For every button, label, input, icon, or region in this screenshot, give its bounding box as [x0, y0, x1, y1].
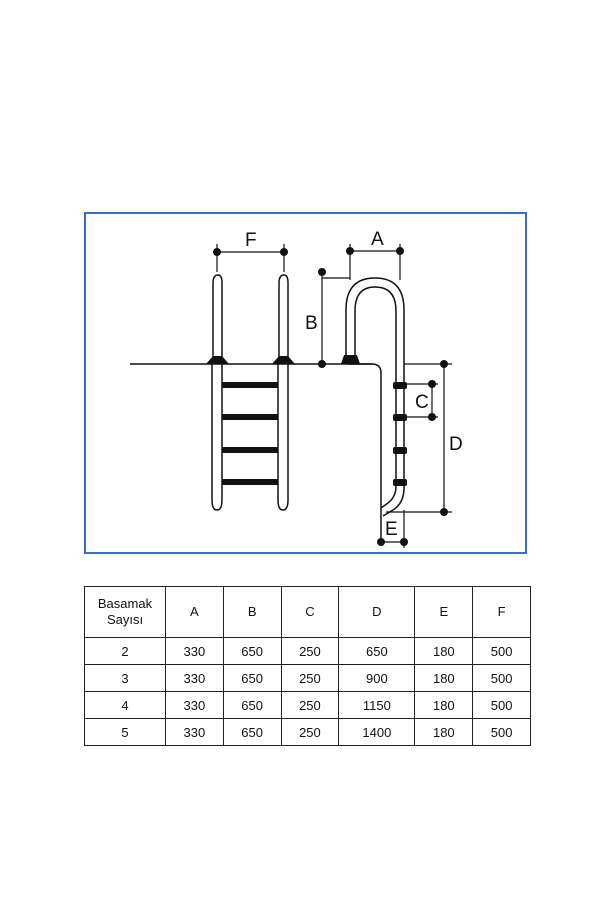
table-row: 2 330 650 250 650 180 500: [84, 637, 531, 665]
side-rail-inner-bottom: [380, 365, 397, 509]
label-a: A: [371, 229, 384, 250]
table-cell: 1150: [338, 691, 416, 719]
table-cell: 180: [414, 691, 474, 719]
table-cell: 5: [84, 718, 166, 746]
side-flange: [341, 355, 360, 364]
header-step-count: Basamak Sayısı: [84, 586, 166, 638]
table-cell: 4: [84, 691, 166, 719]
dim-d-dot-bottom: [440, 508, 448, 516]
side-rail-inner-top: [354, 286, 397, 365]
label-b: B: [305, 313, 318, 334]
header-col-e: E: [414, 586, 474, 638]
label-f: F: [245, 230, 257, 251]
side-rail-outer-top: [345, 277, 405, 365]
header-col-c: C: [280, 586, 340, 638]
front-step-1: [222, 382, 278, 388]
table-cell: 250: [280, 718, 340, 746]
pool-wall: [348, 363, 382, 542]
dim-b-dot-top: [318, 268, 326, 276]
dim-e-dot-left: [377, 538, 385, 546]
table-cell: 650: [222, 637, 282, 665]
table-cell: 900: [338, 664, 416, 692]
front-step-4: [222, 479, 278, 485]
table-row: 5 330 650 250 1400 180 500: [84, 718, 531, 746]
table-cell: 250: [280, 637, 340, 665]
table-cell: 500: [472, 691, 531, 719]
header-col-f: F: [472, 586, 531, 638]
dim-a-dot-left: [346, 247, 354, 255]
header-col-d: D: [338, 586, 416, 638]
table-cell: 500: [472, 664, 531, 692]
table-cell: 650: [338, 637, 416, 665]
dim-b-dot-bottom: [318, 360, 326, 368]
diagram-frame: [84, 212, 527, 554]
table-cell: 500: [472, 637, 531, 665]
table-cell: 2: [84, 637, 166, 665]
table-cell: 330: [165, 691, 224, 719]
front-rail-right: [277, 274, 289, 511]
table-cell: 500: [472, 718, 531, 746]
dim-c-dot-top: [428, 380, 436, 388]
table-header-row: Basamak Sayısı A B C D E F: [84, 586, 531, 638]
header-step-count-line1: Basamak: [97, 596, 153, 611]
table-cell: 250: [280, 664, 340, 692]
front-flange-left: [206, 356, 229, 364]
front-step-2: [222, 414, 278, 420]
table-cell: 650: [222, 691, 282, 719]
table-cell: 330: [165, 664, 224, 692]
table-cell: 330: [165, 637, 224, 665]
table-row: 4 330 650 250 1150 180 500: [84, 691, 531, 719]
front-step-3: [222, 447, 278, 453]
spec-table: Basamak Sayısı A B C D E F 2 330 650 250…: [84, 586, 531, 746]
label-c: C: [415, 392, 429, 413]
table-cell: 180: [414, 664, 474, 692]
table-cell: 650: [222, 664, 282, 692]
table-cell: 650: [222, 718, 282, 746]
front-rail-left: [211, 274, 223, 511]
dim-f-dot-left: [213, 248, 221, 256]
side-step-2: [393, 414, 407, 421]
table-cell: 330: [165, 718, 224, 746]
table-cell: 180: [414, 718, 474, 746]
side-step-1: [393, 382, 407, 389]
dim-c-dot-bottom: [428, 413, 436, 421]
table-row: 3 330 650 250 900 180 500: [84, 664, 531, 692]
dim-e-dot-right: [400, 538, 408, 546]
table-cell: 180: [414, 637, 474, 665]
label-d: D: [449, 434, 463, 455]
dim-f-dot-right: [280, 248, 288, 256]
label-e: E: [385, 519, 398, 540]
header-col-a: A: [165, 586, 224, 638]
front-flange-right: [272, 356, 295, 364]
dim-d-dot-top: [440, 360, 448, 368]
side-step-3: [393, 447, 407, 454]
dim-a-dot-right: [396, 247, 404, 255]
table-cell: 3: [84, 664, 166, 692]
table-cell: 250: [280, 691, 340, 719]
table-cell: 1400: [338, 718, 416, 746]
header-step-count-line2: Sayısı: [106, 612, 144, 627]
side-rail-outer-bottom: [382, 365, 405, 517]
side-step-4: [393, 479, 407, 486]
header-col-b: B: [222, 586, 282, 638]
